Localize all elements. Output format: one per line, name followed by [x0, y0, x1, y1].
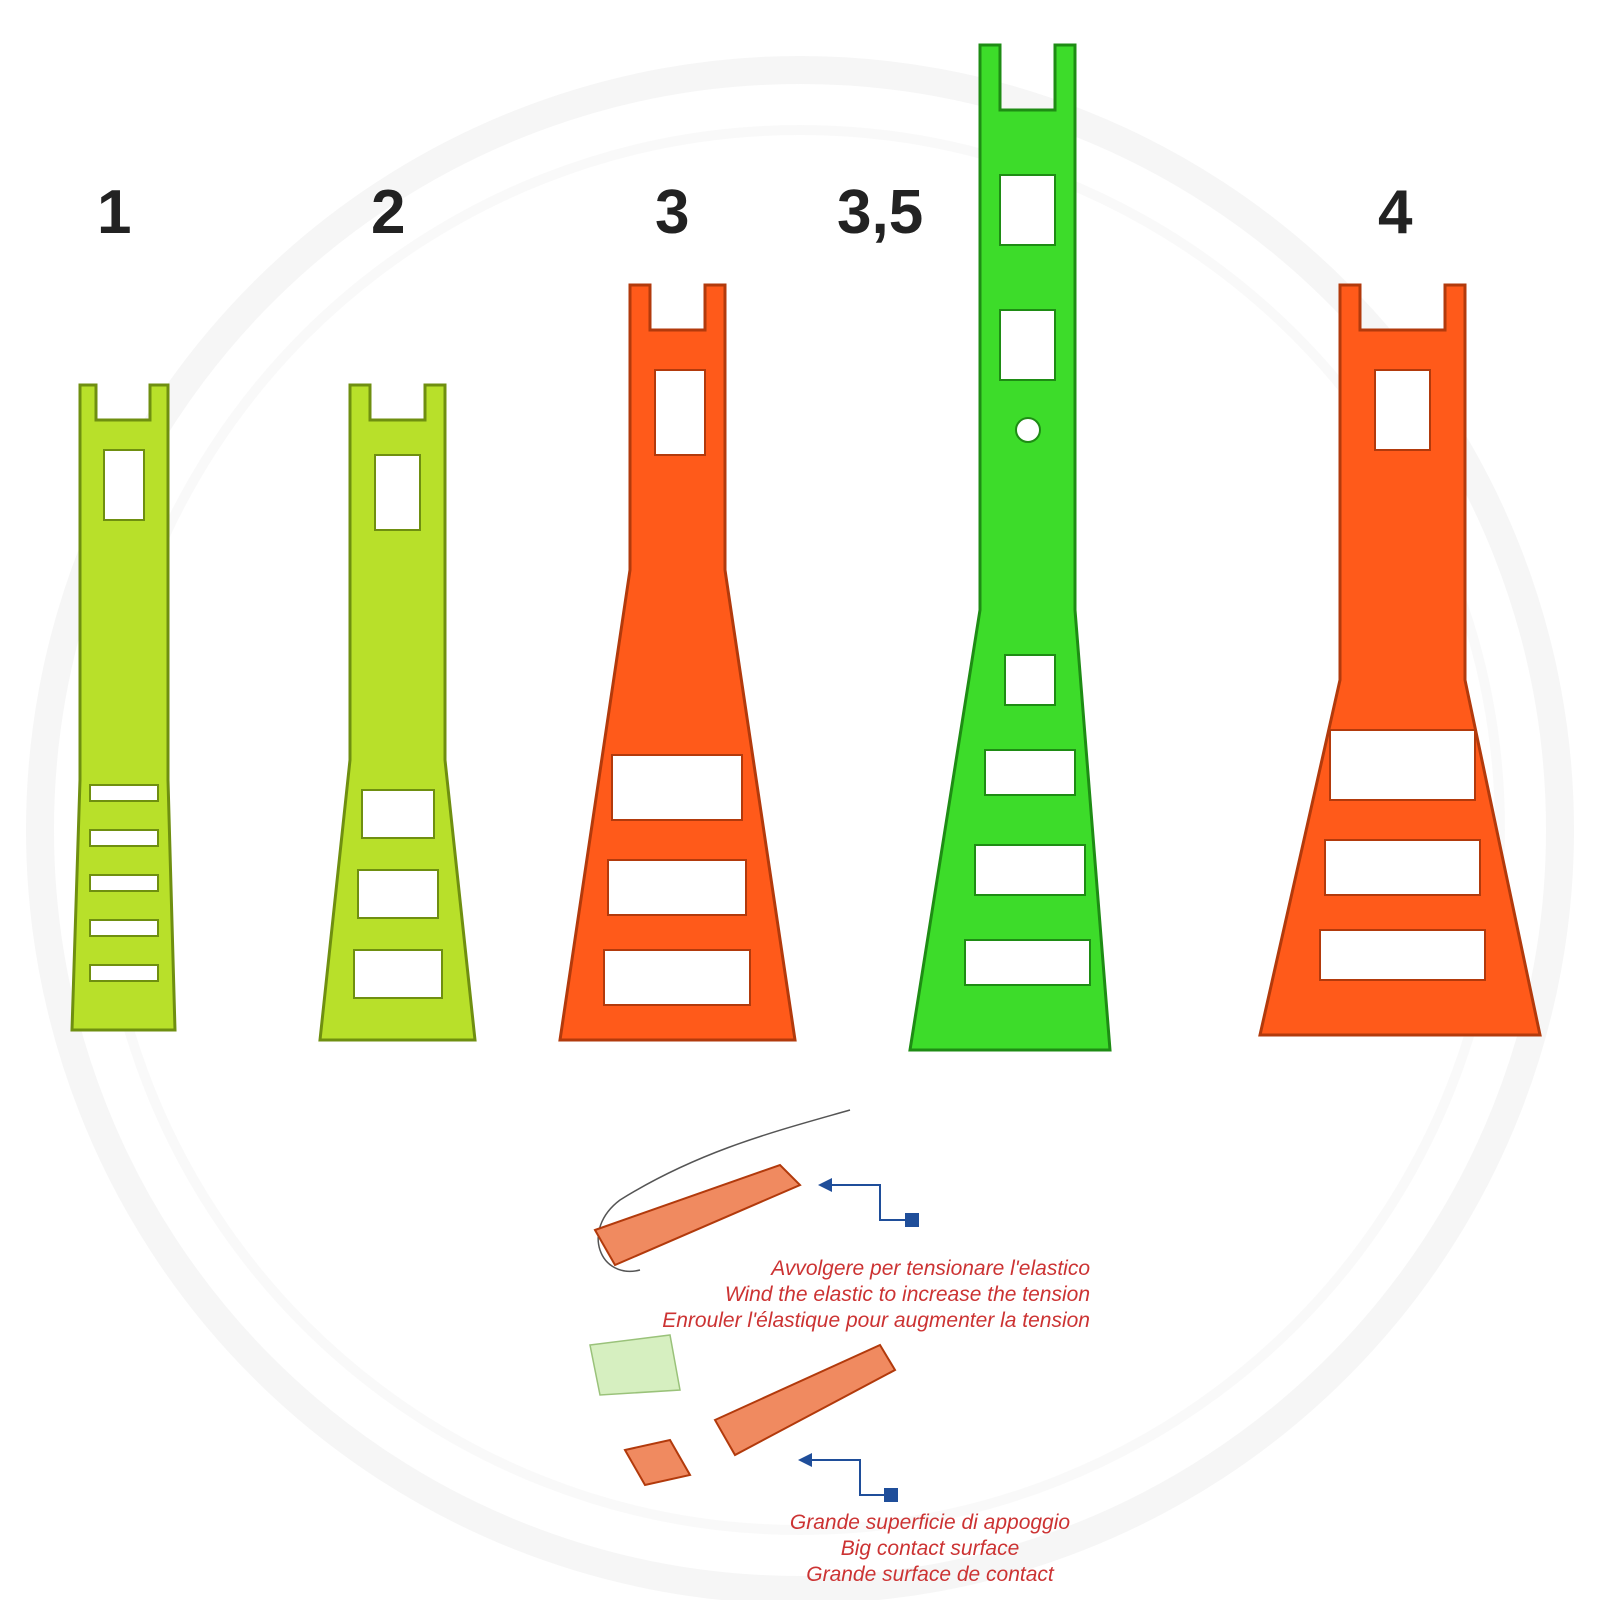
- float-winder-size-4: [1258, 283, 1542, 1037]
- arrow-callout-1: [818, 1178, 919, 1227]
- winder-slot: [1374, 369, 1431, 451]
- winder-windows: [964, 654, 1091, 986]
- caption-line: Big contact surface: [840, 1537, 1020, 1560]
- caption-line: Grande superficie di appoggio: [789, 1511, 1071, 1534]
- winder-body: [558, 283, 797, 1042]
- size-label-1: 1: [97, 178, 132, 247]
- float-winder-size-2: [318, 383, 477, 1042]
- winder-slot: [103, 449, 145, 521]
- size-label-3-5: 3,5: [837, 178, 924, 247]
- winder-windows: [89, 784, 159, 982]
- winder-slot: [374, 454, 421, 531]
- caption-line: Wind the elastic to increase the tension: [724, 1283, 1090, 1306]
- caption-line: Avvolgere per tensionare l'elastico: [771, 1257, 1090, 1280]
- winder-body: [908, 43, 1112, 1052]
- winder-windows: [1319, 729, 1486, 981]
- winder-windows: [603, 754, 751, 1006]
- caption-line: Grande surface de contact: [806, 1563, 1054, 1586]
- winder-slot: [999, 174, 1056, 246]
- illustration-winding: [593, 1109, 851, 1273]
- caption-winding: Avvolgere per tensionare l'elastico Wind…: [560, 1256, 1090, 1334]
- arrow-callout-2: [798, 1453, 898, 1502]
- size-label-3: 3: [655, 178, 690, 247]
- winder-body: [70, 383, 177, 1032]
- float-winder-size-3-5: [908, 43, 1112, 1052]
- winder-slot: [654, 369, 706, 456]
- winder-windows: [353, 789, 443, 999]
- float-winder-size-1: [70, 383, 177, 1032]
- size-label-2: 2: [371, 178, 406, 247]
- size-label-4: 4: [1378, 178, 1413, 247]
- caption-contact-surface: Grande superficie di appoggio Big contac…: [700, 1510, 1160, 1588]
- winder-slot: [999, 309, 1056, 381]
- winder-hole: [1015, 417, 1041, 443]
- float-winder-size-3: [558, 283, 797, 1042]
- caption-line: Enrouler l'élastique pour augmenter la t…: [662, 1309, 1090, 1332]
- illustration-cutting: [589, 1334, 897, 1487]
